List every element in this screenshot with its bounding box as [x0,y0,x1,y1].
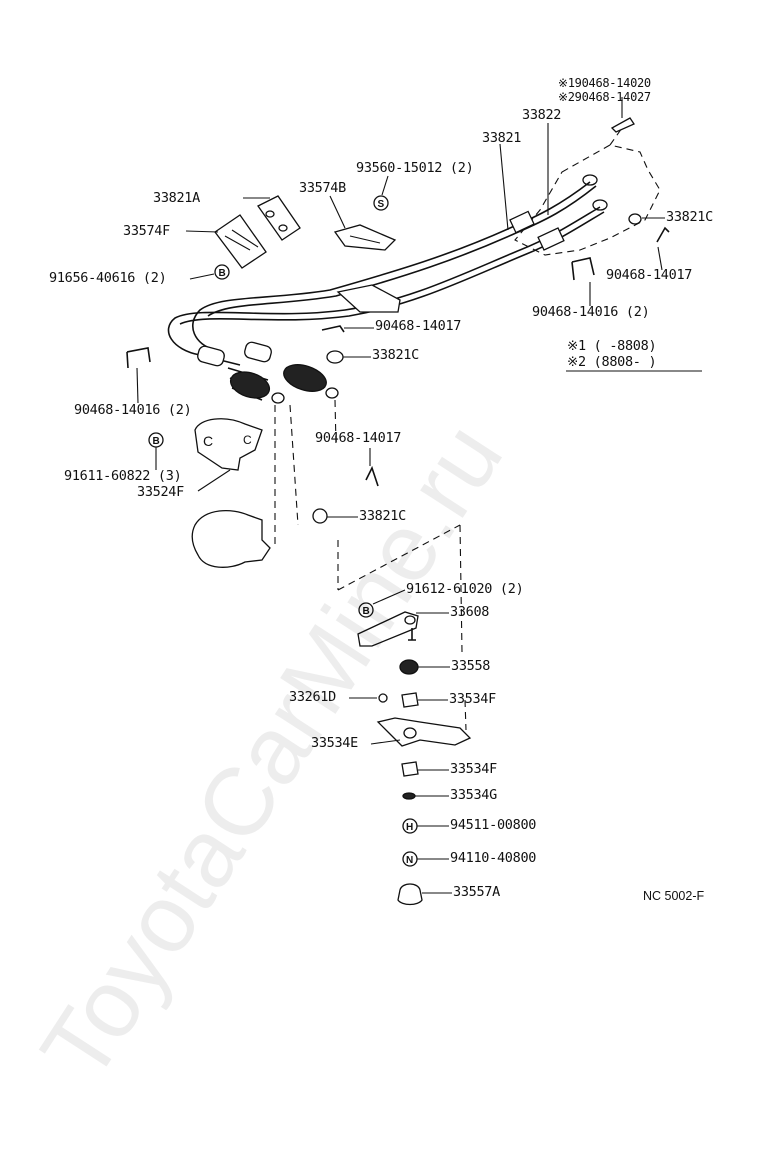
label-90468-14017-b: 90468-14017 [375,318,462,334]
lever-33534E-hole [403,727,417,739]
bracket-33821A-hole [265,210,275,218]
label-33558: 33558 [451,658,491,674]
svg-text:B: B [153,436,160,447]
bushing-33558 [399,659,419,675]
bracket-33574B [333,224,397,251]
svg-text:H: H [406,822,413,833]
label-93560-15012: 93560-15012 (2) [356,160,474,176]
label-91611-60822: 91611-60822 (3) [64,468,182,484]
label-33557A: 33557A [453,884,500,900]
label-90468-14017-a: 90468-14017 [606,267,693,283]
bushing-33821C-b [326,350,344,364]
label-range-2: ※2 (8808- ) [567,354,657,370]
label-33574F: 33574F [123,223,170,239]
label-33534G: 33534G [450,787,497,803]
bracket-33524F-mark: C [203,433,213,449]
cable-clamp-plate [336,284,401,313]
label-33608: 33608 [450,604,490,620]
bracket-33821A [257,195,301,241]
bushing-33534F-b [401,761,419,777]
bushing-33821C-a [628,213,642,225]
leader-lines [136,97,702,894]
lever-33608 [357,611,419,647]
svg-text:S: S [378,199,385,210]
label-91656-40616: 91656-40616 (2) [49,270,167,286]
bracket-33524F-mark2: C [243,433,252,447]
bracket-33821A-hole2 [278,224,288,232]
lever-33608-hole [404,615,416,625]
label-94110-40800: 94110-40800 [450,850,537,866]
svg-text:B: B [219,268,226,279]
badge-N-94110: N [402,851,418,867]
cable-fitting-33821 [537,227,565,251]
lever-33608-pin [408,628,416,641]
bracket-33574B-detail [349,235,381,244]
label-33524F: 33524F [137,484,184,500]
label-note-1: ※190468-14020 [558,76,651,90]
part-33261D [378,693,388,703]
cable-33822-inner [207,185,597,317]
label-94511-00800: 94511-00800 [450,817,537,833]
clip-90468-14016-right [571,257,595,281]
cable-eye-upper [582,174,598,186]
transaxle-housing [191,510,271,568]
label-33574B: 33574B [299,180,346,196]
bracket-33574F-detail [224,229,259,251]
svg-text:N: N [406,855,413,866]
clip-90468-14016-left [126,347,151,369]
clip-90468-14017-c [365,465,379,487]
clip-90468-14017-a [656,226,670,243]
label-33261D: 33261D [289,689,336,705]
bracket-33524F [194,418,263,471]
label-90468-14017-c: 90468-14017 [315,430,402,446]
cable-fitting-33822 [509,210,535,234]
washer-33534G [402,792,416,800]
badge-B-91611: B [148,432,164,448]
clip-90468-14017-b [321,325,345,333]
label-33822: 33822 [522,107,562,123]
dash-line-c [334,399,337,446]
bushing-33821C-c [312,508,328,524]
label-33821C-c: 33821C [359,508,406,524]
label-33534F-a: 33534F [449,691,496,707]
cable-eye-lower [592,199,608,211]
label-91612-61020: 91612-61020 (2) [406,581,524,597]
bushing-33534F-a [401,692,419,708]
label-note-2: ※290468-14027 [558,90,651,104]
lever-33534E [376,717,472,747]
label-90468-14016-a: 90468-14016 (2) [532,304,650,320]
label-90468-14016-b: 90468-14016 (2) [74,402,192,418]
cable-end-outline [514,144,661,256]
label-33534F-b: 33534F [450,761,497,777]
diagram-code: NC 5002-F [643,889,705,903]
cable-boot-right [244,341,339,399]
cap-33557A [397,883,423,906]
cable-boot-left [197,345,285,404]
label-33821: 33821 [482,130,522,146]
dash-line-g [464,699,467,731]
badge-S-93560: S [373,195,389,211]
label-33534E: 33534E [311,735,358,751]
bracket-33574F [214,214,267,269]
dash-line-b [289,404,299,526]
dash-line-f [459,524,463,653]
label-33821C-b: 33821C [372,347,419,363]
badge-H-94511: H [402,818,418,834]
badge-B-91656: B [214,264,230,280]
cable-33821 [167,206,601,366]
label-33821A: 33821A [153,190,200,206]
label-33821C-a: 33821C [666,209,713,225]
badge-B-91612: B [358,602,374,618]
clip-90468-14020 [610,117,635,133]
label-range-1: ※1 ( -8808) [567,338,657,354]
svg-text:B: B [363,606,370,617]
